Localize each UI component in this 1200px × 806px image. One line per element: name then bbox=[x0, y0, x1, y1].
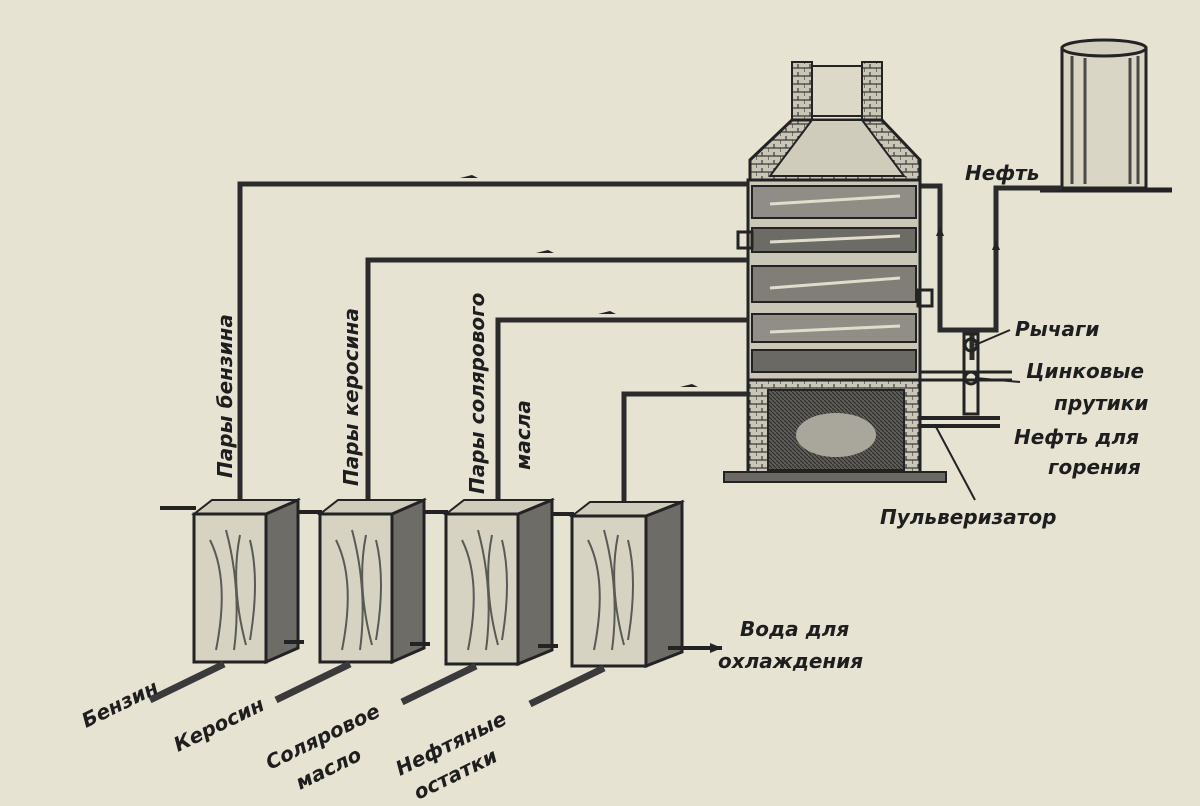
label-pary-solyarovogo-1: Пары солярового bbox=[465, 292, 489, 494]
label-tsinkovye-1: Цинковые bbox=[1026, 359, 1144, 383]
label-benzin: Бензин bbox=[78, 675, 162, 733]
condenser-boxes bbox=[194, 500, 682, 666]
condenser-solyar bbox=[446, 500, 552, 664]
label-pulverizator: Пульверизатор bbox=[880, 505, 1056, 529]
label-tsinkovye-2: прутики bbox=[1054, 391, 1148, 415]
product-outlets bbox=[150, 664, 604, 704]
label-neft-gorenie-1: Нефть для bbox=[1014, 425, 1139, 449]
oil-storage-tank bbox=[1040, 40, 1172, 190]
distillation-column bbox=[724, 62, 946, 482]
label-neft-gorenie-2: горения bbox=[1048, 455, 1141, 479]
label-rychagi: Рычаги bbox=[1015, 317, 1099, 341]
label-pary-benzina: Пары бензина bbox=[213, 314, 237, 478]
condenser-kerosin bbox=[320, 500, 424, 662]
label-neft: Нефть bbox=[965, 161, 1039, 185]
condenser-benzin bbox=[194, 500, 298, 662]
condenser-ostatki bbox=[572, 502, 682, 666]
label-pary-solyarovogo-2: масла bbox=[511, 400, 535, 470]
label-voda-2: охлаждения bbox=[718, 649, 863, 673]
vapor-pipes bbox=[240, 175, 748, 506]
label-kerosin: Керосин bbox=[170, 692, 268, 756]
label-voda-1: Вода для bbox=[740, 617, 849, 641]
label-pary-kerosina: Пары керосина bbox=[339, 308, 363, 486]
